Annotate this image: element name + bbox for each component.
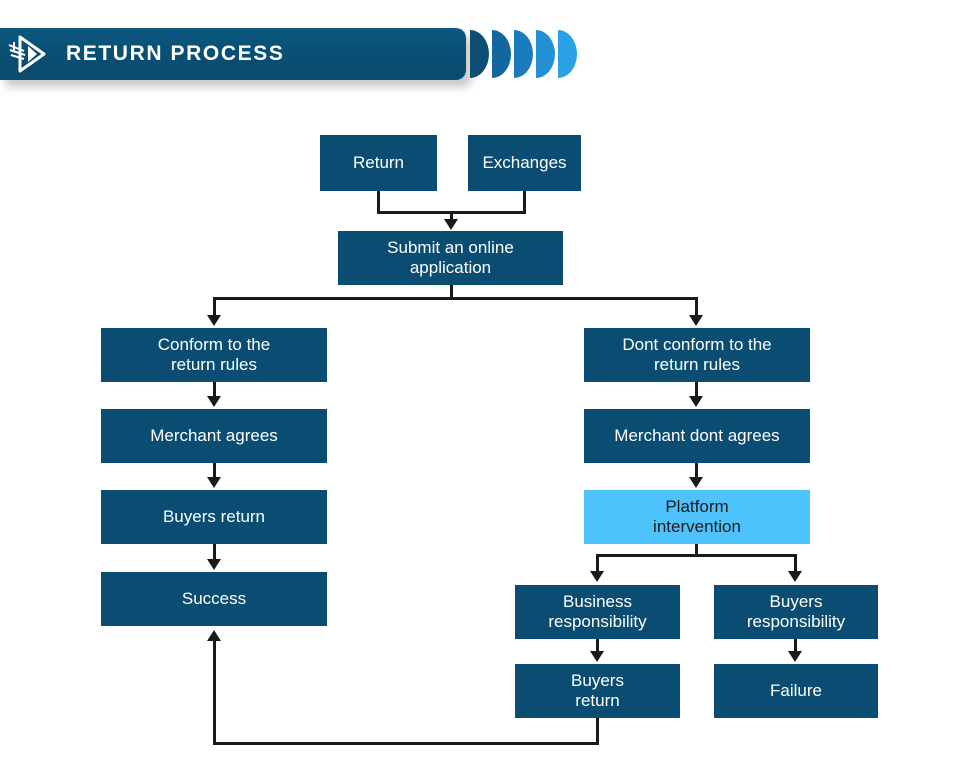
arrowhead-to-merchant-dont-agrees bbox=[689, 396, 703, 407]
node-return[interactable]: Return bbox=[320, 135, 437, 191]
crescent-icon-4 bbox=[536, 30, 555, 78]
edge-merchant-dont-agrees-to-platform bbox=[695, 463, 698, 480]
page-title: RETURN PROCESS bbox=[66, 42, 285, 65]
edge-feedback-down bbox=[596, 718, 599, 745]
node-merchant-dont-agrees[interactable]: Merchant dont agrees bbox=[584, 409, 810, 463]
node-success[interactable]: Success bbox=[101, 572, 327, 626]
node-platform-intervention[interactable]: Platform intervention bbox=[584, 490, 810, 544]
edge-split-bar-responsibility bbox=[596, 554, 797, 557]
play-arrow-motion-icon bbox=[8, 35, 46, 73]
edge-split-to-buyers-responsibility bbox=[794, 554, 797, 573]
edge-conform-to-merchant-agrees bbox=[213, 382, 216, 399]
node-dont-conform-to-return-rules[interactable]: Dont conform to the return rules bbox=[584, 328, 810, 382]
arrowhead-to-buyers-return-bottom bbox=[590, 651, 604, 662]
arrowhead-to-dont-conform bbox=[689, 315, 703, 326]
node-business-responsibility[interactable]: Business responsibility bbox=[515, 585, 680, 639]
edge-buyers-responsibility-to-failure bbox=[794, 639, 797, 654]
edge-feedback-up bbox=[213, 639, 216, 743]
arrowhead-to-conform bbox=[207, 315, 221, 326]
edge-business-responsibility-to-buyers-return bbox=[596, 639, 599, 654]
node-buyers-return-left[interactable]: Buyers return bbox=[101, 490, 327, 544]
edge-submit-to-split bbox=[450, 285, 453, 299]
arrowhead-to-buyers-responsibility bbox=[788, 571, 802, 582]
edge-split-to-dont-conform bbox=[695, 297, 698, 317]
node-merchant-agrees[interactable]: Merchant agrees bbox=[101, 409, 327, 463]
crescent-icon-1 bbox=[470, 30, 489, 78]
arrowhead-to-business-responsibility bbox=[590, 571, 604, 582]
arrowhead-to-buyers-return-left bbox=[207, 477, 221, 488]
edge-return-to-merge bbox=[377, 191, 380, 213]
node-exchanges[interactable]: Exchanges bbox=[468, 135, 581, 191]
node-failure[interactable]: Failure bbox=[714, 664, 878, 718]
edge-merge-to-submit bbox=[450, 211, 453, 222]
arrowhead-to-platform-intervention bbox=[689, 477, 703, 488]
node-buyers-return-bottom[interactable]: Buyers return bbox=[515, 664, 680, 718]
edge-platform-to-split bbox=[695, 544, 698, 556]
edge-split-bar-main bbox=[213, 297, 698, 300]
arrowhead-feedback-to-success bbox=[207, 630, 221, 641]
edge-buyers-return-to-success bbox=[213, 544, 216, 561]
crescent-icon-3 bbox=[514, 30, 533, 78]
arrowhead-to-failure bbox=[788, 651, 802, 662]
crescent-icon-2 bbox=[492, 30, 511, 78]
edge-exchanges-to-merge bbox=[523, 191, 526, 213]
node-buyers-responsibility[interactable]: Buyers responsibility bbox=[714, 585, 878, 639]
arrowhead-to-success bbox=[207, 559, 221, 570]
edge-dont-conform-to-merchant-dont-agrees bbox=[695, 382, 698, 399]
edge-merchant-agrees-to-buyers-return bbox=[213, 463, 216, 480]
header-banner: RETURN PROCESS bbox=[0, 28, 466, 80]
node-conform-to-return-rules[interactable]: Conform to the return rules bbox=[101, 328, 327, 382]
edge-feedback-left bbox=[213, 742, 599, 745]
arrowhead-to-submit bbox=[444, 219, 458, 230]
edge-split-to-conform bbox=[213, 297, 216, 317]
header-crescent-decoration bbox=[470, 30, 580, 78]
node-submit-online-application[interactable]: Submit an online application bbox=[338, 231, 563, 285]
crescent-icon-5 bbox=[558, 30, 577, 78]
edge-split-to-business-responsibility bbox=[596, 554, 599, 573]
arrowhead-to-merchant-agrees bbox=[207, 396, 221, 407]
